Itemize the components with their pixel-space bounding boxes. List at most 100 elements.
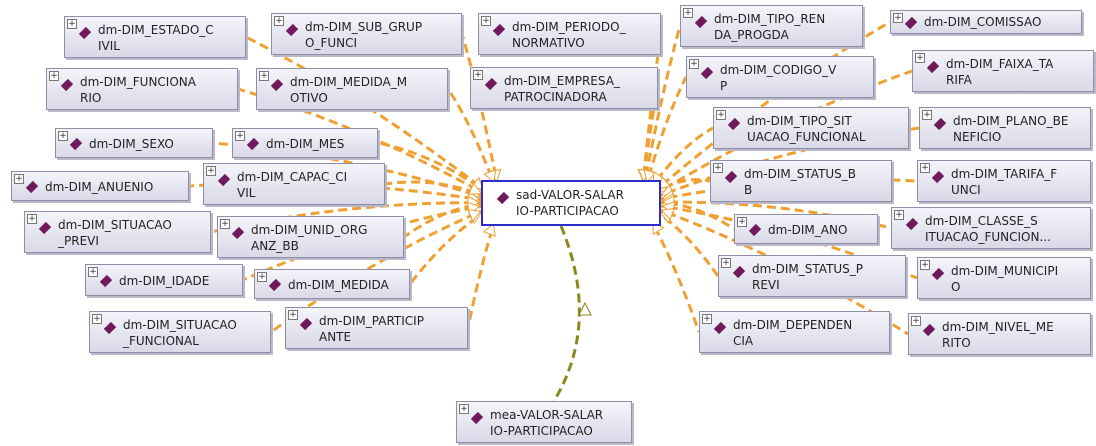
dim-node-funcionario[interactable]: dm-DIM_FUNCIONA RIO <box>46 68 238 110</box>
expand-icon[interactable] <box>920 163 930 173</box>
class-diamond-icon <box>285 23 299 37</box>
dim-node-capac-civil[interactable]: dm-DIM_CAPAC_CI VIL <box>203 163 385 205</box>
expand-icon[interactable] <box>27 214 37 224</box>
expand-icon[interactable] <box>481 16 491 26</box>
node-label: dm-DIM_FUNCIONA RIO <box>80 75 196 105</box>
node-label: dm-DIM_STATUS_B B <box>744 167 857 197</box>
expand-icon[interactable] <box>683 8 693 18</box>
node-label: dm-DIM_CLASSE_S ITUACAO_FUNCION... <box>925 214 1051 244</box>
class-diamond-icon <box>103 321 117 335</box>
dim-node-tarifa-funci[interactable]: dm-DIM_TARIFA_F UNCI <box>917 160 1091 202</box>
class-diamond-icon <box>38 221 52 235</box>
expand-icon[interactable] <box>894 210 904 220</box>
node-label: dm-DIM_PERIODO_ NORMATIVO <box>512 20 626 50</box>
dim-node-periodo-normativo[interactable]: dm-DIM_PERIODO_ NORMATIVO <box>478 13 661 55</box>
class-diamond-icon <box>246 137 260 151</box>
class-diamond-icon <box>492 23 506 37</box>
expand-icon[interactable] <box>922 110 932 120</box>
expand-icon[interactable] <box>288 310 298 320</box>
dim-node-tipo-situacao-funcional[interactable]: dm-DIM_TIPO_SIT UACAO_FUNCIONAL <box>713 107 909 149</box>
class-diamond-icon <box>484 77 498 91</box>
class-diamond-icon <box>268 278 282 292</box>
expand-icon[interactable] <box>689 59 699 69</box>
dim-node-medida-motivo[interactable]: dm-DIM_MEDIDA_M OTIVO <box>256 68 448 110</box>
expand-icon[interactable] <box>220 219 230 229</box>
dim-node-status-bb[interactable]: dm-DIM_STATUS_B B <box>710 160 892 202</box>
dim-node-sub-grupo-funci[interactable]: dm-DIM_SUB_GRUP O_FUNCI <box>271 13 462 55</box>
edge-arrowhead <box>467 209 482 222</box>
dim-node-plano-beneficio[interactable]: dm-DIM_PLANO_BE NEFICIO <box>919 107 1091 149</box>
expand-icon[interactable] <box>49 71 59 81</box>
expand-icon[interactable] <box>737 217 747 227</box>
class-diamond-icon <box>470 411 484 425</box>
dim-node-codigo-vp[interactable]: dm-DIM_CODIGO_V P <box>686 56 874 98</box>
node-label: dm-DIM_TARIFA_F UNCI <box>951 167 1058 197</box>
class-diamond-icon <box>905 217 919 231</box>
dim-node-medida[interactable]: dm-DIM_MEDIDA <box>254 269 410 299</box>
expand-icon[interactable] <box>459 404 469 414</box>
dim-node-tipo-renda-progda[interactable]: dm-DIM_TIPO_REN DA_PROGDA <box>680 5 863 47</box>
node-label: dm-DIM_PARTICIP ANTE <box>319 314 424 344</box>
node-label: dm-DIM_SITUACAO _PREVI <box>58 218 172 248</box>
expand-icon[interactable] <box>893 13 903 23</box>
expand-icon[interactable] <box>88 267 98 277</box>
expand-icon[interactable] <box>58 131 68 141</box>
expand-icon[interactable] <box>235 131 245 141</box>
expand-icon[interactable] <box>702 314 712 324</box>
dim-node-classe-situacao-funcional[interactable]: dm-DIM_CLASSE_S ITUACAO_FUNCION... <box>891 207 1091 249</box>
class-diamond-icon <box>727 117 741 131</box>
dim-node-anuenio[interactable]: dm-DIM_ANUENIO <box>11 171 189 201</box>
dim-node-situacao-funcional[interactable]: dm-DIM_SITUACAO _FUNCIONAL <box>89 311 271 353</box>
expand-icon[interactable] <box>259 71 269 81</box>
dimension-edge <box>640 200 735 231</box>
node-label: dm-DIM_SITUACAO _FUNCIONAL <box>123 318 237 348</box>
dim-node-status-previ[interactable]: dm-DIM_STATUS_P REVI <box>718 255 906 297</box>
class-diamond-icon <box>78 26 92 40</box>
node-label: mea-VALOR-SALAR IO-PARTICIPACAO <box>490 408 604 438</box>
dim-node-ano[interactable]: dm-DIM_ANO <box>734 214 878 244</box>
dim-node-sexo[interactable]: dm-DIM_SEXO <box>55 128 213 158</box>
node-label: dm-DIM_TIPO_REN DA_PROGDA <box>714 12 826 42</box>
node-label: dm-DIM_COMISSAO <box>924 15 1042 29</box>
class-diamond-icon <box>270 78 284 92</box>
expand-icon[interactable] <box>14 174 24 184</box>
dimension-edge <box>460 33 503 204</box>
dim-node-nivel-merito[interactable]: dm-DIM_NIVEL_ME RITO <box>908 313 1091 355</box>
node-label: dm-DIM_ANO <box>768 223 848 237</box>
expand-icon[interactable] <box>721 258 731 268</box>
dimension-edge <box>640 201 720 277</box>
expand-icon[interactable] <box>257 272 267 282</box>
expand-icon[interactable] <box>206 166 216 176</box>
dim-node-situacao-previ[interactable]: dm-DIM_SITUACAO _PREVI <box>24 211 211 253</box>
class-diamond-icon <box>931 267 945 281</box>
class-diamond-icon <box>922 323 936 337</box>
dim-node-estado-civil[interactable]: dm-DIM_ESTADO_C IVIL <box>64 16 246 58</box>
node-label: dm-DIM_STATUS_P REVI <box>752 262 864 292</box>
dim-node-idade[interactable]: dm-DIM_IDADE <box>85 264 243 296</box>
expand-icon[interactable] <box>915 53 925 63</box>
fact-node-center[interactable]: sad-VALOR-SALAR IO-PARTICIPACAO <box>481 180 661 226</box>
dim-node-participante[interactable]: dm-DIM_PARTICIP ANTE <box>285 307 468 349</box>
dim-node-comissao[interactable]: dm-DIM_COMISSAO <box>890 10 1082 34</box>
expand-icon[interactable] <box>920 260 930 270</box>
class-diamond-icon <box>69 137 83 151</box>
node-label: dm-DIM_MES <box>266 137 345 151</box>
expand-icon[interactable] <box>473 70 483 80</box>
dim-node-faixa-tarifa[interactable]: dm-DIM_FAIXA_TA RIFA <box>912 50 1094 92</box>
expand-icon[interactable] <box>92 314 102 324</box>
dim-node-dependencia[interactable]: dm-DIM_DEPENDEN CIA <box>699 311 890 353</box>
class-diamond-icon <box>904 16 918 30</box>
expand-icon[interactable] <box>911 316 921 326</box>
dim-node-mes[interactable]: dm-DIM_MES <box>232 128 378 158</box>
expand-icon[interactable] <box>67 19 77 29</box>
dim-node-unid-org-anz-bb[interactable]: dm-DIM_UNID_ORG ANZ_BB <box>217 216 404 258</box>
expand-icon[interactable] <box>713 163 723 173</box>
dim-node-empresa-patrocinadora[interactable]: dm-DIM_EMPRESA_ PATROCINADORA <box>470 67 658 109</box>
edge-arrowhead <box>578 301 592 316</box>
expand-icon[interactable] <box>716 110 726 120</box>
edge-arrowhead <box>643 168 657 183</box>
dim-node-municipio[interactable]: dm-DIM_MUNICIPI O <box>917 257 1091 299</box>
class-diamond-icon <box>926 60 940 74</box>
expand-icon[interactable] <box>274 16 284 26</box>
measure-node[interactable]: mea-VALOR-SALAR IO-PARTICIPACAO <box>456 401 632 443</box>
